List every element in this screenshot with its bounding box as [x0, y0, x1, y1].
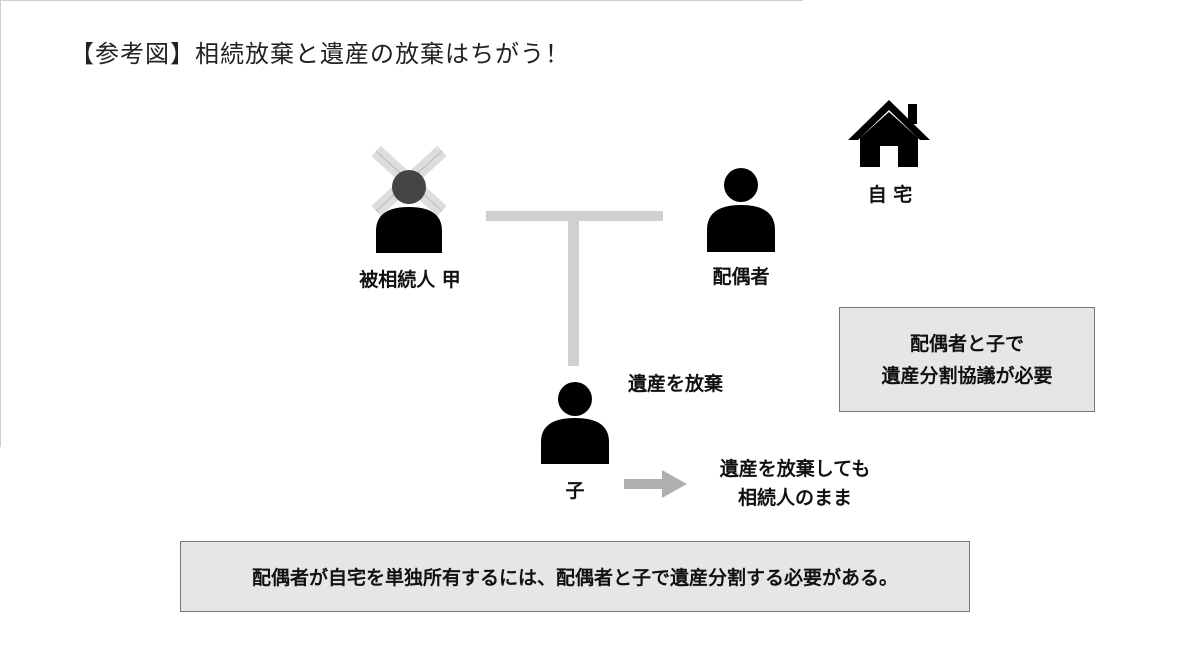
- decedent-label: 被相続人 甲: [359, 269, 461, 291]
- spouse-figure: [707, 168, 775, 252]
- division-required-line-2: 遺産分割協議が必要: [881, 364, 1053, 387]
- arrow-right-icon: [624, 470, 687, 498]
- decedent-head-icon: [392, 170, 426, 204]
- spouse-body-icon: [707, 205, 775, 252]
- still-heir-note: 遺産を放棄しても 相続人のまま: [690, 455, 900, 513]
- renounce-estate-note: 遺産を放棄: [628, 373, 724, 395]
- frame-left-border: [0, 0, 1, 447]
- still-heir-line-2: 相続人のまま: [737, 487, 852, 509]
- spouse-label: 配偶者: [712, 266, 770, 288]
- decedent-figure: [371, 145, 447, 253]
- marriage-connector: [486, 211, 663, 221]
- house-icon: [848, 100, 930, 167]
- conclusion-text: 配偶者が自宅を単独所有するには、配偶者と子で遺産分割する必要がある。: [251, 567, 898, 589]
- decedent-body-icon: [376, 207, 442, 253]
- child-body-icon: [541, 418, 609, 464]
- division-required-box: 配偶者と子で 遺産分割協議が必要: [839, 307, 1095, 412]
- still-heir-line-1: 遺産を放棄しても: [719, 458, 871, 480]
- conclusion-box: 配偶者が自宅を単独所有するには、配偶者と子で遺産分割する必要がある。: [180, 541, 970, 612]
- frame-top-border: [0, 0, 803, 1]
- division-required-line-1: 配偶者と子で: [909, 332, 1024, 355]
- descent-connector: [568, 221, 579, 366]
- child-figure: [541, 382, 609, 464]
- home-label: 自 宅: [867, 184, 913, 206]
- diagram-title: 【参考図】相続放棄と遺産の放棄はちがう！: [70, 40, 570, 68]
- child-label: 子: [565, 480, 585, 502]
- child-head-icon: [558, 382, 592, 416]
- spouse-head-icon: [724, 168, 758, 202]
